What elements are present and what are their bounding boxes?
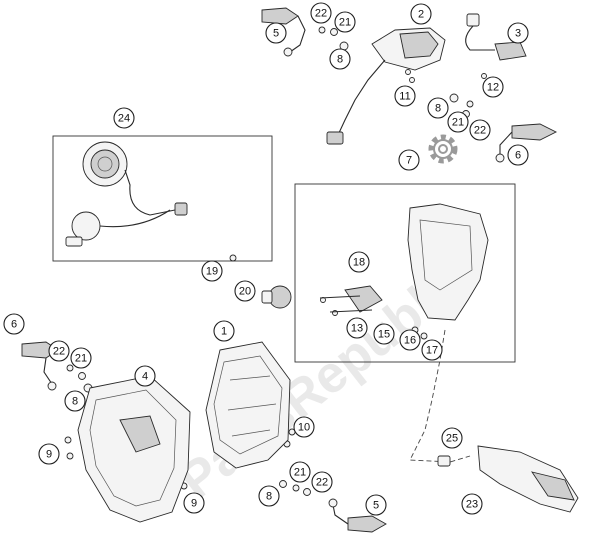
- headlight-mask: [77, 375, 191, 523]
- callout-c8b: 8: [427, 97, 449, 119]
- callout-label: 23: [466, 499, 478, 511]
- callout-c8d: 8: [258, 485, 280, 507]
- callout-c21c: 21: [70, 347, 92, 369]
- callout-label: 7: [406, 155, 412, 167]
- callout-c16: 16: [399, 329, 421, 351]
- callout-label: 21: [339, 17, 351, 29]
- callout-label: 22: [315, 8, 327, 20]
- callout-label: 8: [337, 54, 343, 66]
- callout-label: 22: [316, 477, 328, 489]
- callout-label: 10: [298, 422, 310, 434]
- indicator-top-left: [261, 7, 306, 57]
- gear-icon: [428, 134, 458, 164]
- wiring-harness: [409, 329, 579, 513]
- callout-c9b: 9: [183, 492, 205, 514]
- callout-c1: 1: [213, 320, 235, 342]
- callout-label: 9: [46, 449, 52, 461]
- callout-label: 8: [435, 103, 441, 115]
- callout-label: 21: [294, 467, 306, 479]
- callout-c5a: 5: [265, 22, 287, 44]
- callout-c9a: 9: [38, 443, 60, 465]
- callout-label: 25: [446, 433, 458, 445]
- callout-label: 11: [399, 91, 410, 103]
- callout-label: 21: [452, 117, 464, 129]
- instrument-cluster: [326, 27, 446, 145]
- callout-label: 9: [191, 498, 197, 510]
- connector-part-3: [465, 13, 527, 61]
- callout-label: 2: [418, 9, 424, 21]
- callout-c20: 20: [234, 280, 256, 302]
- callout-label: 4: [142, 371, 148, 383]
- callout-label: 1: [221, 326, 227, 338]
- indicator-bottom: [328, 498, 387, 533]
- callout-c17: 17: [421, 339, 443, 361]
- callout-label: 18: [353, 257, 365, 269]
- callout-c19: 19: [201, 260, 223, 282]
- callout-label: 19: [206, 266, 218, 278]
- headlight-bracket: [319, 203, 489, 321]
- callout-c23: 23: [461, 493, 483, 515]
- callout-c22b: 22: [469, 119, 491, 141]
- bulb-holder-assembly: [65, 141, 188, 247]
- callout-label: 6: [11, 319, 17, 331]
- callout-c22d: 22: [311, 471, 333, 493]
- callout-label: 8: [266, 491, 272, 503]
- callout-c6a: 6: [507, 144, 529, 166]
- callout-c21b: 21: [447, 111, 469, 133]
- callout-label: 8: [72, 396, 78, 408]
- frame-part-7: [294, 183, 516, 363]
- callout-c21d: 21: [289, 461, 311, 483]
- callout-label: 24: [118, 113, 130, 125]
- callout-label: 12: [487, 82, 499, 94]
- frame-part-24: [52, 135, 273, 262]
- headlight-bulb: [261, 285, 292, 309]
- callout-c15: 15: [373, 323, 395, 345]
- callout-c3: 3: [507, 22, 529, 44]
- callout-c25: 25: [441, 427, 463, 449]
- callout-c5b: 5: [365, 494, 387, 516]
- callout-label: 22: [474, 125, 486, 137]
- callout-c21a: 21: [334, 11, 356, 33]
- callout-label: 17: [426, 345, 438, 357]
- callout-c22c: 22: [48, 340, 70, 362]
- callout-c12: 12: [482, 76, 504, 98]
- callout-c11: 11: [394, 85, 416, 107]
- callout-c8a: 8: [329, 48, 351, 70]
- callout-c6b: 6: [3, 313, 25, 335]
- callout-label: 5: [373, 500, 379, 512]
- callout-c4: 4: [134, 365, 156, 387]
- callout-c24: 24: [113, 107, 135, 129]
- callout-label: 5: [273, 28, 279, 40]
- callout-label: 3: [515, 28, 521, 40]
- indicator-right: [495, 123, 558, 163]
- headlight-lens: [205, 341, 291, 469]
- callout-label: 6: [515, 150, 521, 162]
- callout-label: 21: [75, 353, 87, 365]
- callout-c18: 18: [348, 251, 370, 273]
- callout-label: 16: [404, 335, 416, 347]
- callout-c13: 13: [346, 317, 368, 339]
- callout-label: 22: [53, 346, 65, 358]
- callout-c2: 2: [410, 3, 432, 25]
- callout-c22a: 22: [310, 2, 332, 24]
- callout-label: 15: [378, 329, 390, 341]
- callout-c10: 10: [293, 416, 315, 438]
- callout-c8c: 8: [64, 390, 86, 412]
- callout-label: 20: [239, 286, 251, 298]
- callout-c7: 7: [398, 149, 420, 171]
- callout-label: 13: [351, 323, 363, 335]
